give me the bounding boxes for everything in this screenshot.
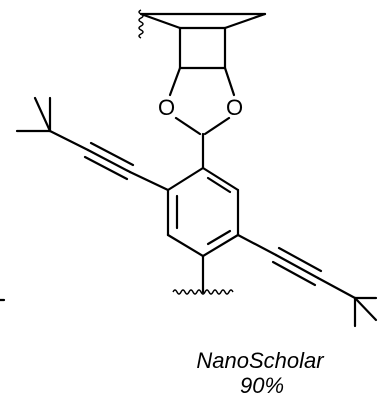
bicyclic-frame [139, 12, 267, 70]
wavy-bond-top [138, 9, 144, 39]
wavy-bond-bottom [172, 289, 234, 295]
right-tert-butyl-alkyne [236, 233, 378, 328]
benzene-ring [166, 166, 240, 258]
oxygen-atom-right: O [226, 95, 243, 120]
left-tert-butyl-alkyne [15, 96, 170, 192]
compound-name: NanoScholar [196, 348, 325, 373]
dioxolane-ring [168, 66, 236, 170]
yield-value: 90% [240, 373, 284, 398]
oxygen-atom-left: O [158, 95, 175, 120]
